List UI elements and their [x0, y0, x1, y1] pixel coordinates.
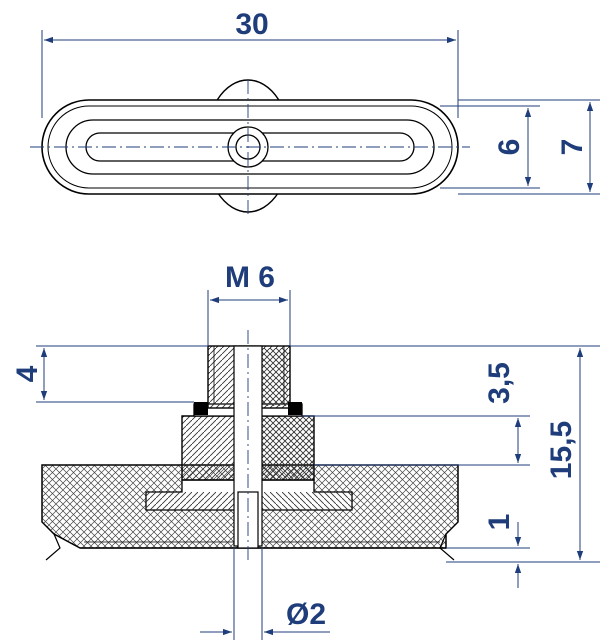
dimension-thread: M 6 [207, 261, 291, 346]
dimension-bore-diameter: Ø2 [200, 548, 330, 640]
dimension-bore-diameter-label: Ø2 [286, 598, 326, 631]
dimension-thread-length: 4 [11, 345, 208, 403]
insert-plate-hatch-right [262, 492, 352, 510]
dimension-inner-height: 6 [440, 105, 540, 189]
dimension-length: 30 [41, 8, 459, 118]
dimension-outer-height-label: 7 [556, 139, 589, 156]
dimension-length-label: 30 [235, 8, 268, 41]
dimension-upper-height: 3,5 [290, 345, 600, 466]
seal-ring-right [288, 402, 302, 415]
dimension-outer-height: 7 [458, 99, 600, 195]
top-view: 30 6 7 [30, 8, 600, 218]
dimension-total-height: 15,5 [446, 348, 600, 563]
insert-plate-hatch-left [146, 492, 234, 510]
fitting-body-right [262, 416, 314, 480]
dimension-thread-length-label: 4 [11, 365, 44, 382]
dimension-thread-label: M 6 [225, 261, 275, 294]
seal-ring-left [194, 402, 208, 415]
dimension-inner-height-label: 6 [493, 139, 526, 156]
dimension-lip-height-label: 1 [483, 514, 516, 531]
section-view: M 6 4 3,5 15,5 1 [11, 261, 600, 640]
dimension-lip-height: 1 [446, 514, 530, 588]
dimension-upper-height-label: 3,5 [483, 362, 516, 404]
dimension-total-height-label: 15,5 [545, 421, 578, 479]
